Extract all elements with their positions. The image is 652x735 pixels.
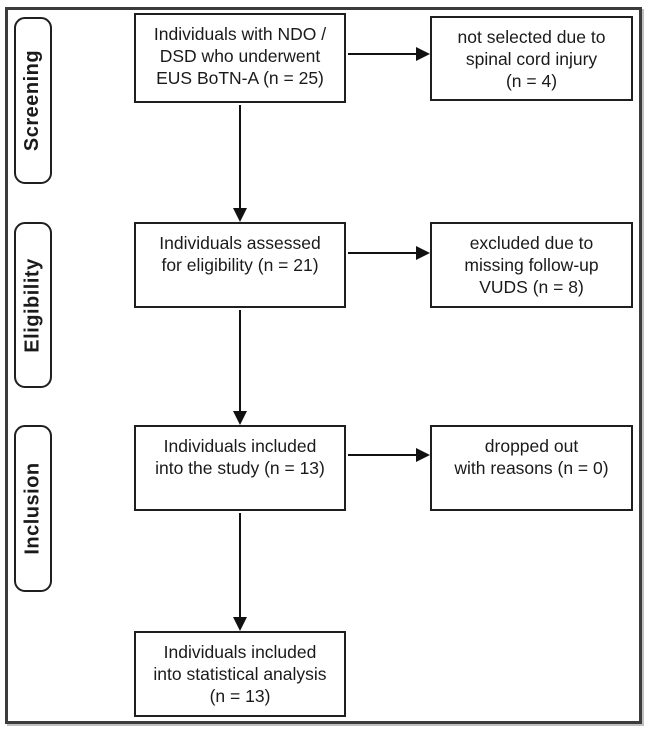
- arrow-down-1-line: [239, 105, 241, 208]
- arrow-right-1-head-icon: [416, 47, 430, 61]
- stage-label-inclusion: Inclusion: [21, 462, 44, 555]
- arrow-right-3-line: [348, 454, 416, 456]
- arrow-down-3-line: [239, 513, 241, 617]
- stage-label-screening: Screening: [21, 49, 44, 152]
- main-box-included-study: Individuals included into the study (n =…: [134, 425, 346, 511]
- main-box-statistical-analysis: Individuals included into statistical an…: [134, 631, 346, 717]
- arrow-right-2-line: [348, 252, 416, 254]
- diagram-outer-frame: [5, 7, 642, 724]
- stage-pill-inclusion: Inclusion: [14, 425, 52, 592]
- main-box-underwent-botna: Individuals with NDO / DSD who underwent…: [134, 13, 346, 103]
- arrow-right-3-head-icon: [416, 448, 430, 462]
- arrow-down-3-head-icon: [233, 617, 247, 631]
- main-box-assessed-eligibility: Individuals assessed for eligibility (n …: [134, 222, 346, 308]
- arrow-right-2-head-icon: [416, 246, 430, 260]
- stage-pill-screening: Screening: [14, 17, 52, 184]
- arrow-down-2-head-icon: [233, 411, 247, 425]
- arrow-down-1-head-icon: [233, 208, 247, 222]
- stage-label-eligibility: Eligibility: [21, 257, 44, 353]
- stage-pill-eligibility: Eligibility: [14, 222, 52, 388]
- arrow-right-1-line: [348, 53, 416, 55]
- side-box-excluded-vuds: excluded due to missing follow-up VUDS (…: [430, 222, 633, 308]
- side-box-not-selected: not selected due to spinal cord injury (…: [430, 16, 633, 101]
- side-box-dropped-out: dropped out with reasons (n = 0): [430, 425, 633, 511]
- arrow-down-2-line: [239, 310, 241, 411]
